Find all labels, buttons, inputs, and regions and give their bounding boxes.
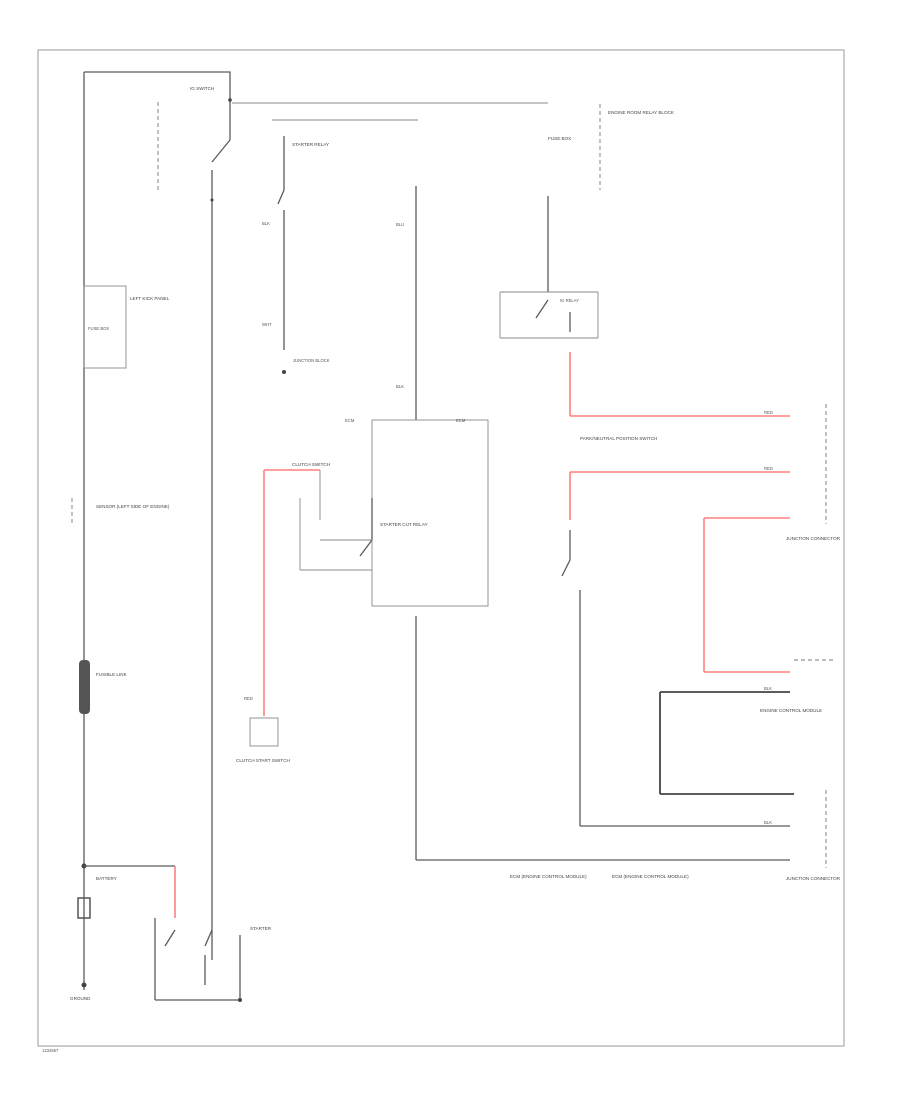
starter-label: STARTER (250, 926, 272, 931)
ignition-switch: IG SWITCH (190, 86, 232, 960)
ecm-bottom-right-label: ECM (ENGINE CONTROL MODULE) (612, 874, 689, 879)
red-harness: PARK/NEUTRAL POSITION SWITCH RED RED JUN… (569, 352, 841, 673)
ig-switch-label: IG SWITCH (190, 86, 214, 91)
diagram-frame (37, 49, 845, 1047)
left-fuse-box: LEFT KICK PANEL FUSE BOX (83, 285, 170, 369)
wire-blk-1: BLK (262, 221, 270, 226)
junction-top-label: JUNCTION BLOCK (293, 358, 330, 363)
wire-blk-2: BLK (396, 384, 404, 389)
engine-control-label: ENGINE CONTROL MODULE (760, 708, 822, 713)
ig-relay-note: IG RELAY (560, 298, 579, 303)
wire-blu-1: BLU (396, 222, 404, 227)
junction-connector-label: JUNCTION CONNECTOR (786, 536, 841, 541)
wire-red-3: RED (764, 466, 773, 471)
footer-code: 1234567 (42, 1048, 59, 1053)
black-wire-loop: ENGINE CONTROL MODULE BLK (659, 659, 834, 795)
wire-wht-1: WHT (262, 322, 272, 327)
ground-label: GROUND (70, 996, 91, 1001)
battery: BATTERY GROUND (70, 863, 175, 1001)
park-neutral-switch (561, 530, 581, 826)
clutch-switch-label: CLUTCH SWITCH (292, 462, 330, 467)
wire-blk-4: BLK (764, 820, 772, 825)
center-wire: BLU BLK (396, 186, 417, 420)
starter-relay-top-label: STARTER RELAY (292, 142, 329, 147)
starter-cut-relay-label: STARTER CUT RELAY (380, 522, 428, 527)
fuse-box-label: FUSE BOX (548, 136, 571, 141)
ecm-top-left-label: ECM (345, 418, 355, 423)
battery-label: BATTERY (96, 876, 117, 881)
ecm-bottom-left-label: ECM (ENGINE CONTROL MODULE) (510, 874, 587, 879)
fusible-link: FUSIBLE LINK (79, 660, 128, 714)
wire-blk-3: BLK (764, 686, 772, 691)
starter-relay-top: STARTER RELAY BLK WHT JUNCTION BLOCK (262, 136, 330, 374)
fusible-link-label: FUSIBLE LINK (96, 672, 128, 677)
clutch-start-label: CLUTCH START SWITCH (236, 758, 290, 763)
starter-cut-relay: ECM ECM STARTER CUT RELAY (299, 418, 489, 860)
sensor-connector: SENSOR (LEFT SIDE OF ENGINE) (71, 498, 170, 524)
engine-room-relay-label: ENGINE ROOM RELAY BLOCK (608, 110, 675, 115)
clutch-switch: CLUTCH SWITCH CLUTCH START SWITCH RED (236, 462, 330, 763)
fuse-box-left-label: FUSE BOX (88, 326, 109, 331)
bottom-connectors: BLK ECM (ENGINE CONTROL MODULE) ECM (ENG… (416, 790, 841, 881)
sensor-note-label: SENSOR (LEFT SIDE OF ENGINE) (96, 504, 170, 509)
ecm-top-right-label: ECM (456, 418, 466, 423)
starter-motor: STARTER (154, 866, 272, 1002)
left-power-bus (83, 71, 231, 990)
wire-red-2: RED (764, 410, 773, 415)
pnp-switch-label: PARK/NEUTRAL POSITION SWITCH (580, 436, 657, 441)
junction-connector-2-label: JUNCTION CONNECTOR (786, 876, 841, 881)
left-kick-label: LEFT KICK PANEL (130, 296, 170, 301)
wire-red-1: RED (244, 696, 253, 701)
top-right-relay: ENGINE ROOM RELAY BLOCK FUSE BOX IG RELA… (499, 104, 675, 339)
